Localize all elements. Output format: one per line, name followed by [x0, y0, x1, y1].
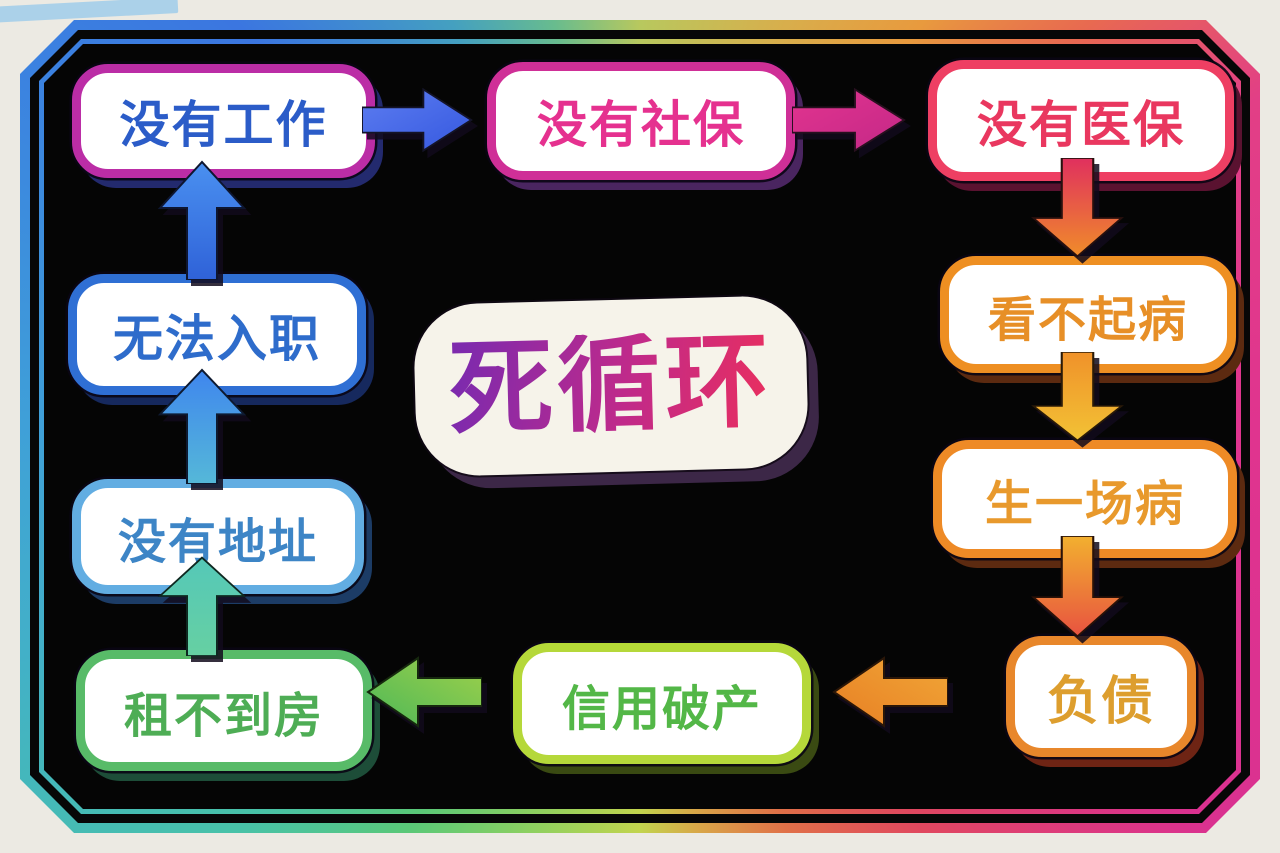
arrow-up-cannot-start-job-to-no-job-icon: [152, 160, 252, 280]
node-no-job: 没有工作: [72, 64, 375, 178]
node-no-social-security: 没有社保: [487, 62, 795, 180]
node-cannot-start-job: 无法入职: [68, 274, 366, 395]
node-debt-label: 负债: [1046, 673, 1155, 731]
node-no-medical-insurance-label: 没有医保: [977, 96, 1185, 153]
node-cannot-start-job-label: 无法入职: [113, 310, 321, 367]
arrow-up-no-address-to-cannot-start-job-icon: [152, 368, 252, 484]
node-get-sick-label: 生一场病: [984, 478, 1185, 531]
node-no-job-label: 没有工作: [119, 97, 328, 153]
arrow-down-get-sick-to-debt-icon: [1025, 536, 1130, 638]
arrow-down-cannot-afford-treatment-to-get-sick-icon: [1025, 352, 1130, 442]
title-bubble: 死循环: [412, 294, 810, 478]
node-debt: 负债: [1006, 636, 1196, 757]
tape-strip-decoration: [0, 0, 179, 23]
diagram-title: 死循环: [447, 323, 775, 449]
arrow-down-no-medical-insurance-to-cannot-afford-treatment-icon: [1025, 158, 1130, 258]
arrow-up-cannot-rent-to-no-address-icon: [152, 556, 252, 656]
node-no-social-security-label: 没有社保: [537, 97, 745, 153]
node-cannot-rent: 租不到房: [76, 650, 372, 771]
arrow-right-no-job-to-no-social-security-icon: [362, 84, 477, 156]
node-credit-bankruptcy: 信用破产: [513, 643, 811, 764]
node-no-address-label: 没有地址: [117, 515, 318, 569]
arrow-left-credit-bankruptcy-to-cannot-rent-icon: [362, 652, 482, 732]
node-cannot-afford-treatment-label: 看不起病: [987, 293, 1188, 347]
node-credit-bankruptcy-label: 信用破产: [561, 682, 762, 736]
node-cannot-rent-label: 租不到房: [123, 689, 324, 743]
arrow-left-debt-to-credit-bankruptcy-icon: [828, 652, 948, 732]
arrow-right-no-social-security-to-no-medical-insurance-icon: [792, 84, 910, 156]
